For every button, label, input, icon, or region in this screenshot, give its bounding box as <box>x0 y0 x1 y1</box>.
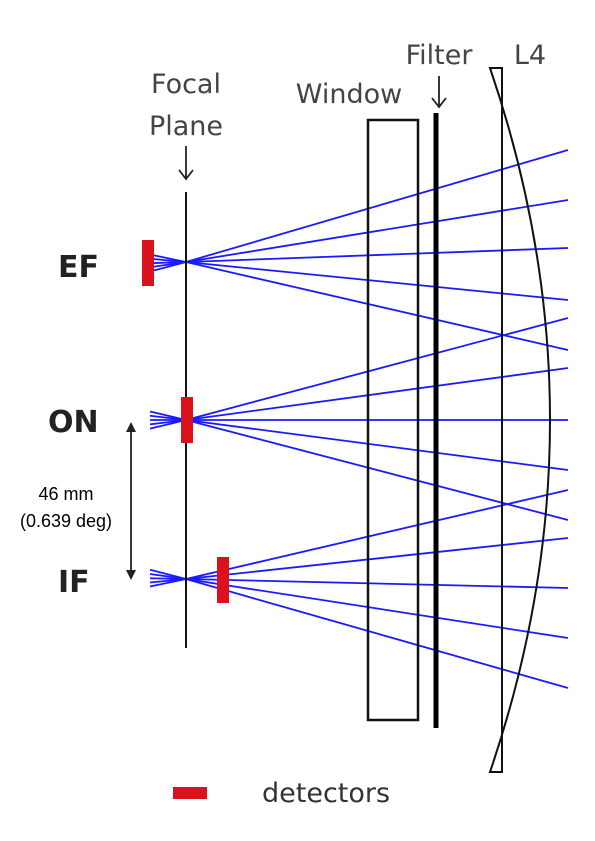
on-label: ON <box>48 405 99 440</box>
ray-if-0 <box>185 489 569 580</box>
focal-plane-label-line2: Plane <box>149 111 223 142</box>
down-arrow-icon <box>431 76 447 109</box>
legend-label: detectors <box>262 778 390 809</box>
ray-on-0 <box>185 317 569 421</box>
ray-if-1 <box>185 537 569 580</box>
down-arrow-icon <box>178 146 194 181</box>
ef-label: EF <box>58 250 99 285</box>
ray-ef-3 <box>185 261 569 301</box>
ray-if-3 <box>185 578 569 639</box>
window-element <box>366 118 420 722</box>
ray-stub-ef-4 <box>149 253 187 263</box>
window-label: Window <box>296 79 402 110</box>
separation-label-line1: 46 mm <box>38 484 93 504</box>
ray-fans <box>149 149 569 689</box>
ray-if-2 <box>185 578 569 589</box>
legend-detector-swatch <box>173 787 207 799</box>
separation-label-line2: (0.639 deg) <box>20 511 112 531</box>
ray-if-4 <box>185 578 569 689</box>
ray-ef-2 <box>185 247 569 263</box>
ray-on-4 <box>185 419 569 521</box>
ray-on-3 <box>185 419 569 471</box>
filter-label: Filter <box>406 40 474 71</box>
if-label: IF <box>58 565 90 600</box>
detector-on <box>181 397 193 443</box>
focal-plane-label-line1: Focal <box>151 69 221 100</box>
ray-on-1 <box>185 367 569 421</box>
ray-ef-1 <box>185 199 569 263</box>
detector-ef <box>142 240 154 286</box>
ray-ef-0 <box>185 149 569 263</box>
lens-l4 <box>488 67 551 773</box>
ray-ef-4 <box>185 261 569 351</box>
lens-label: L4 <box>514 40 546 71</box>
ray-stub-if-4 <box>149 568 187 580</box>
ray-stub-on-4 <box>149 410 187 421</box>
detector-if <box>217 557 229 603</box>
